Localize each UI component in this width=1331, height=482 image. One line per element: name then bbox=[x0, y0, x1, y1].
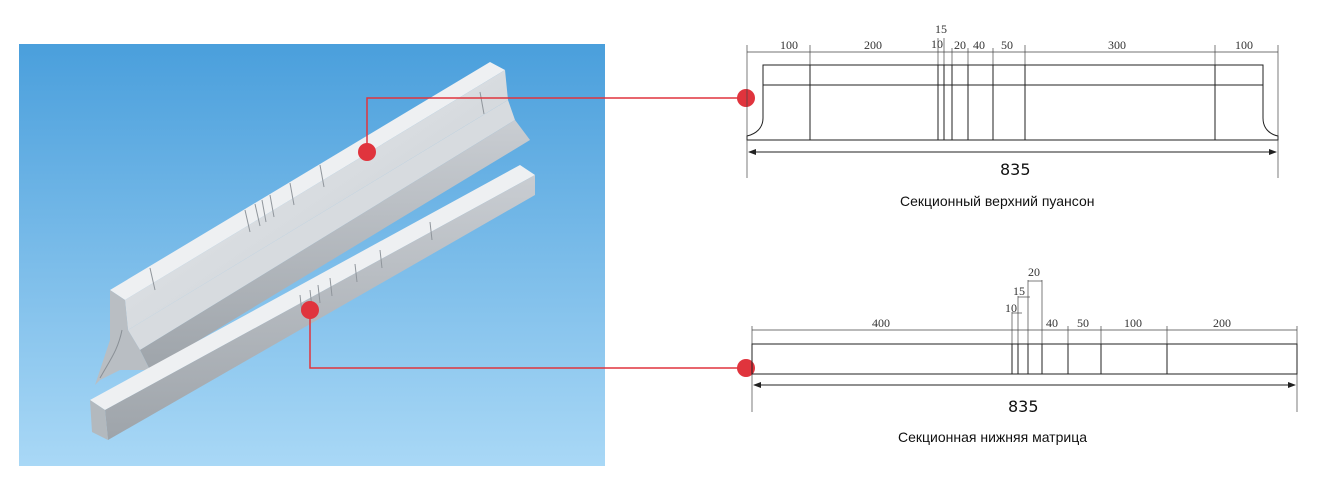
lower-dim-4: 20 bbox=[1028, 265, 1040, 279]
upper-dim-3: 15 bbox=[935, 22, 947, 36]
upper-punch-render bbox=[95, 62, 530, 385]
upper-punch-caption: Секционный верхний пуансон bbox=[900, 193, 1094, 209]
lower-dim-3: 15 bbox=[1013, 284, 1025, 298]
upper-total-dim: 835 bbox=[1000, 160, 1031, 179]
lower-die-render bbox=[90, 165, 535, 440]
upper-punch-drawing: 100 200 15 10 20 40 50 300 100 835 Секци… bbox=[746, 22, 1279, 209]
lower-dim-8: 200 bbox=[1213, 316, 1231, 330]
upper-dim-4: 10 bbox=[931, 37, 943, 51]
lower-die-drawing: 400 10 15 20 40 50 100 200 835 Секционна… bbox=[751, 265, 1298, 445]
callout-dot-lower-drawing bbox=[737, 359, 755, 377]
lower-dim-7: 100 bbox=[1124, 316, 1142, 330]
callout-dot-upper-drawing bbox=[737, 89, 755, 107]
lower-total-dim: 835 bbox=[1008, 397, 1039, 416]
upper-dim-2: 200 bbox=[864, 38, 882, 52]
lower-dim-6: 50 bbox=[1077, 316, 1089, 330]
lower-die-caption: Секционная нижняя матрица bbox=[898, 429, 1087, 445]
upper-dim-8: 300 bbox=[1108, 38, 1126, 52]
lower-dim-5: 40 bbox=[1046, 316, 1058, 330]
upper-dim-1: 100 bbox=[780, 38, 798, 52]
callout-dot-upper-photo bbox=[358, 143, 376, 161]
upper-dim-6: 40 bbox=[973, 38, 985, 52]
upper-dim-9: 100 bbox=[1235, 38, 1253, 52]
callout-lower bbox=[301, 301, 755, 377]
lower-dim-1: 400 bbox=[872, 316, 890, 330]
callout-upper bbox=[358, 89, 755, 161]
callout-dot-lower-photo bbox=[301, 301, 319, 319]
upper-dim-7: 50 bbox=[1001, 38, 1013, 52]
tooling-photo bbox=[19, 44, 605, 466]
upper-dim-5: 20 bbox=[954, 38, 966, 52]
lower-dim-2: 10 bbox=[1005, 301, 1017, 315]
